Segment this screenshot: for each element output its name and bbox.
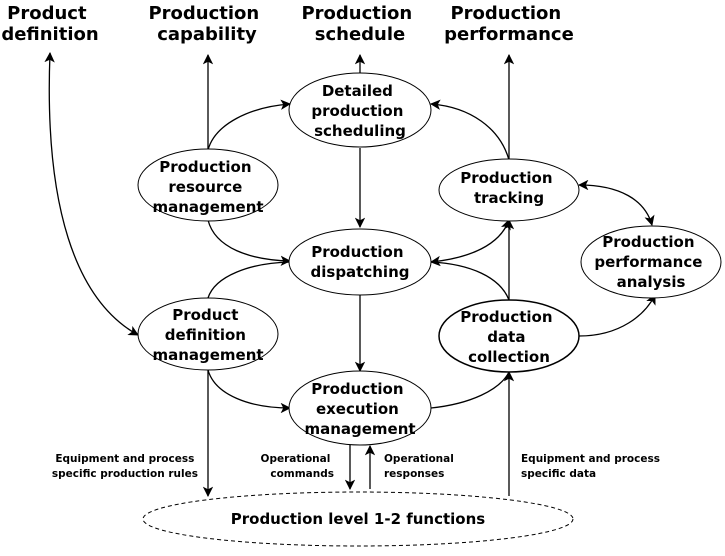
label-equipment-data: Equipment and process specific data: [521, 453, 664, 480]
edge-definition-to-dispatching: [207, 261, 291, 299]
svg-text:Production resource: Production resource management: [152, 158, 263, 216]
label-operational-responses: Operational responses: [384, 453, 457, 480]
edge-tracking-to-scheduling: [429, 99, 510, 161]
edge-collection-to-dispatching: [430, 261, 510, 301]
node-production-level-functions[interactable]: Production level 1-2 functions: [142, 491, 574, 547]
edge-dispatching-tracking: [429, 219, 511, 267]
node-product-definition-management[interactable]: Product definition management: [137, 297, 279, 371]
edge-collection-to-analysis: [578, 294, 656, 337]
node-detailed-production-scheduling[interactable]: Detailed production scheduling: [288, 72, 432, 148]
svg-text:Product definition: Product definition management: [152, 306, 263, 364]
svg-text:Production execution: Production execution management: [304, 380, 415, 438]
svg-text:Production data co: Production data collection: [460, 308, 558, 366]
svg-text:Production performance: Production performance analysis: [594, 233, 707, 291]
node-production-data-collection[interactable]: Production data collection: [438, 299, 580, 373]
node-production-execution-management[interactable]: Production execution management: [288, 370, 432, 446]
label-equipment-rules: Equipment and process specific productio…: [52, 453, 198, 480]
header-production-schedule: Production schedule: [301, 3, 418, 45]
edge-tracking-analysis: [577, 179, 655, 227]
svg-text:Production level 1-2 functions: Production level 1-2 functions: [231, 510, 486, 528]
edge-definition-bidirectional: [44, 51, 139, 336]
header-product-definition: Product definition: [1, 3, 98, 45]
svg-text:Production dispatching: Production dispatching: [311, 243, 410, 281]
node-production-resource-management[interactable]: Production resource management: [137, 148, 279, 222]
header-production-performance: Production performance: [444, 3, 574, 45]
label-operational-commands: Operational commands: [261, 453, 334, 480]
svg-text:Detailed production: Detailed production scheduling: [311, 82, 408, 140]
edge-execution-to-collection: [430, 371, 510, 409]
node-production-dispatching[interactable]: Production dispatching: [288, 228, 432, 296]
header-production-capability: Production capability: [148, 3, 265, 45]
svg-text:Production tracking: Production tracking: [460, 169, 558, 207]
node-production-tracking[interactable]: Production tracking: [438, 158, 580, 222]
edge-definition-to-execution: [207, 369, 292, 414]
edge-resource-to-dispatching: [207, 219, 292, 266]
edge-resource-to-scheduling: [207, 99, 292, 151]
node-production-performance-analysis[interactable]: Production performance analysis: [580, 225, 722, 299]
